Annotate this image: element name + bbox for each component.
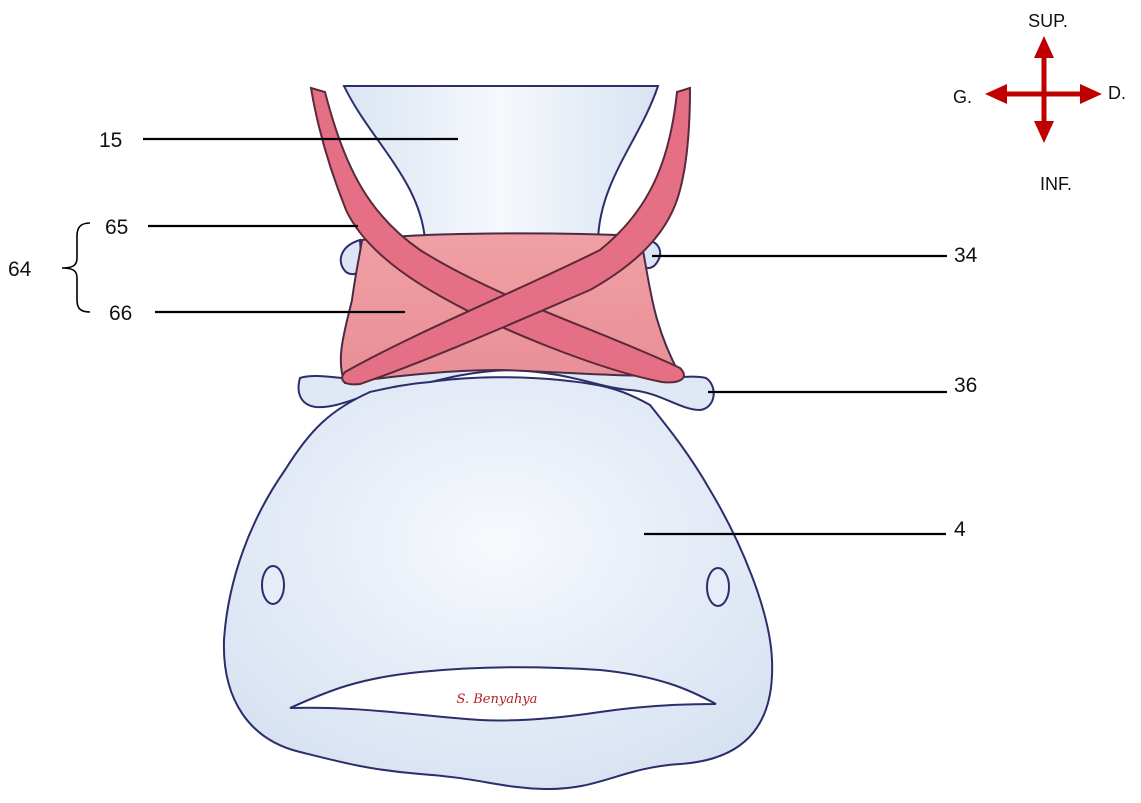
- orientation-sup: SUP.: [1028, 11, 1068, 31]
- signature: S. Benyahya: [457, 692, 538, 707]
- orientation-inf: INF.: [1040, 174, 1072, 194]
- arrow-down-icon: [1034, 121, 1054, 143]
- label-15: 15: [99, 129, 122, 152]
- orientation-left: G.: [953, 87, 972, 107]
- label-66: 66: [109, 302, 132, 325]
- label-36: 36: [954, 374, 977, 397]
- label-34: 34: [954, 244, 978, 267]
- foramen-right: [707, 568, 729, 606]
- foramen-left: [262, 566, 284, 604]
- arrow-left-icon: [985, 84, 1007, 104]
- label-65: 65: [105, 216, 128, 239]
- upper-shaft-15: [344, 86, 658, 240]
- bracket-64: [62, 223, 90, 312]
- arrow-up-icon: [1034, 36, 1054, 58]
- arrow-right-icon: [1080, 84, 1102, 104]
- label-4: 4: [954, 518, 966, 541]
- orientation-compass: SUP. INF. G. D.: [953, 11, 1126, 194]
- orientation-right: D.: [1108, 83, 1126, 103]
- lower-body-4: [224, 377, 772, 789]
- label-64: 64: [8, 258, 32, 281]
